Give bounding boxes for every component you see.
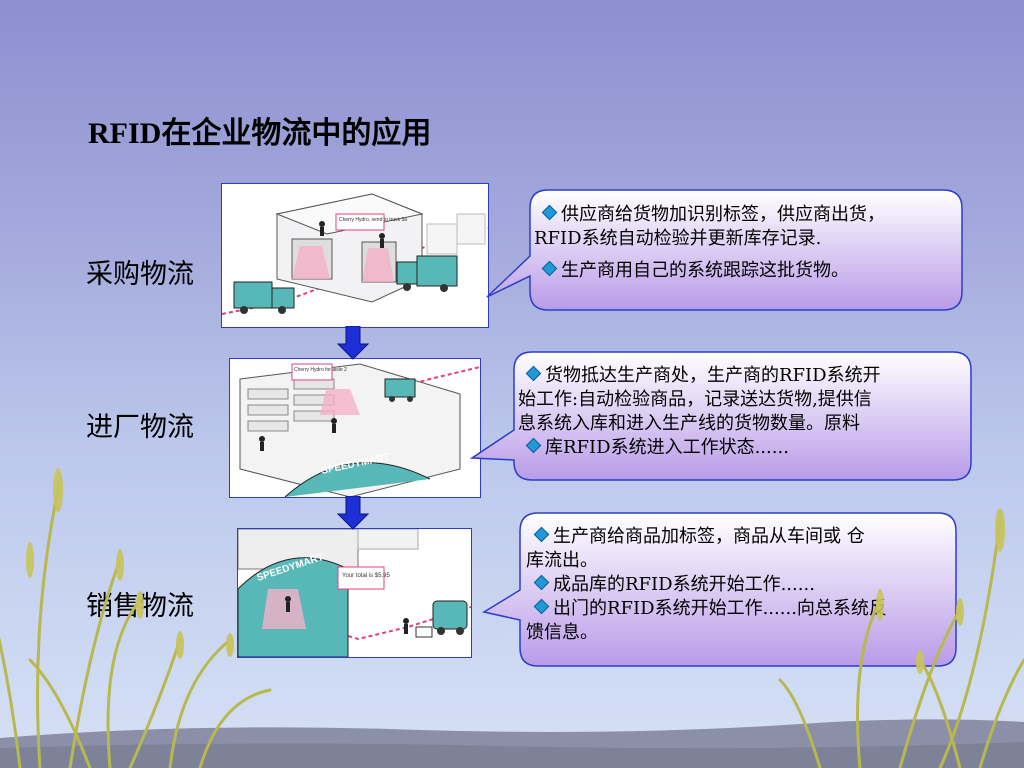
bullet-diamond-icon bbox=[525, 365, 542, 382]
down-arrow-icon bbox=[336, 326, 370, 360]
bullet-diamond-icon bbox=[533, 526, 550, 543]
down-arrow-icon bbox=[336, 496, 370, 530]
inbound-tag-text: Cherry Hydro for aisle 2 bbox=[294, 367, 347, 373]
callout-text-procurement: 供应商给货物加识别标签，供应商出货， RFID系统自动检验并更新库存记录. 生产… bbox=[534, 204, 885, 281]
procurement-tag-text: Cherry Hydro, send to truck 3a bbox=[339, 217, 407, 223]
procurement-illustration: Cherry Hydro, send to truck 3a bbox=[221, 183, 489, 328]
page-title: RFID在企业物流中的应用 bbox=[88, 117, 432, 150]
bullet-diamond-icon bbox=[533, 574, 550, 591]
stage-label-procurement: 采购物流 bbox=[86, 259, 194, 290]
callout-bubble-inbound bbox=[469, 351, 972, 481]
bullet-diamond-icon bbox=[541, 260, 558, 277]
bullet-diamond-icon bbox=[533, 598, 550, 615]
callout-bubble-procurement bbox=[486, 189, 963, 311]
bullet-diamond-icon bbox=[525, 437, 542, 454]
sales-tag-text: Your total is $5.95 bbox=[342, 573, 390, 579]
callout-text-sales: 生产商给商品加标签，商品从车间或 仓 库流出。 成品库的RFID系统开始工作..… bbox=[526, 526, 887, 643]
bullet-diamond-icon bbox=[541, 204, 558, 221]
stage-label-inbound: 进厂物流 bbox=[86, 412, 194, 443]
callout-text-inbound: 货物抵达生产商处，生产商的RFID系统开 始工作:自动检验商品，记录送达货物,提… bbox=[518, 365, 881, 458]
sales-illustration: SPEEDYMART Your total is $5.95 bbox=[237, 528, 472, 658]
